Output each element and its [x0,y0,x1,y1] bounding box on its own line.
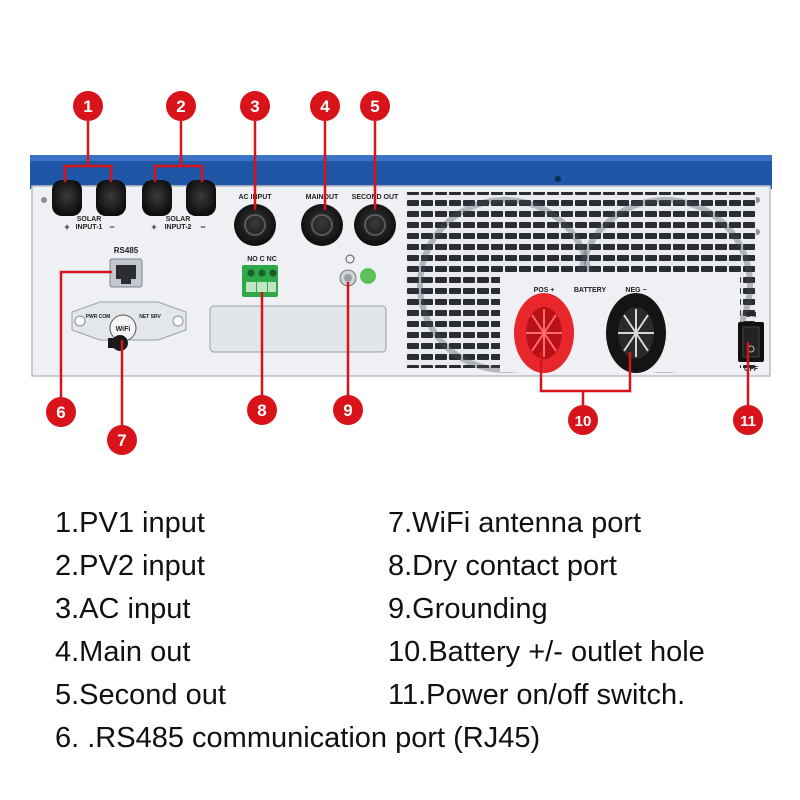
callout-number: 8 [257,401,266,420]
callout-10: 10 [568,405,598,435]
solar1-plus-label: + [64,222,69,232]
main-out-label: MAINOUT [306,194,339,201]
callout-3: 3 [240,91,270,121]
legend-item-11: 11.Power on/off switch. [388,679,686,711]
callout-number: 2 [176,97,185,116]
callout-circle [310,91,340,121]
main-out-gland: MAINOUT [301,194,343,246]
callout-number: 4 [320,97,330,116]
solar2-minus-label: − [200,222,205,232]
callout-number: 7 [117,431,126,450]
callout-number: 3 [250,97,259,116]
callout-number: 10 [575,413,592,430]
pv1-input-connectors: SOLAR INPUT-1 + − [52,180,126,232]
callout-11: 11 [733,405,763,435]
legend-item-6: 6. .RS485 communication port (RJ45) [55,722,541,754]
rs485-port: RS485 [109,246,143,288]
legend-item-3: 3.AC input [55,593,191,625]
callout-circle [73,91,103,121]
callout-circle [46,397,76,427]
callout-4: 4 [310,91,340,121]
callout-8: 8 [247,395,277,425]
neg-label: NEG − [625,287,646,294]
callout-number: 6 [56,403,65,422]
legend-item-8: 8.Dry contact port [388,550,617,582]
callout-1: 1 [73,91,103,121]
pos-label: POS + [534,287,555,294]
rs485-label: RS485 [114,246,139,255]
callout-circle [360,91,390,121]
callout-circle [166,91,196,121]
callout-7: 7 [107,425,137,455]
callout-number: 5 [370,97,379,116]
on-label: ON [746,312,757,319]
off-label: OFF [744,366,759,373]
legend-item-5: 5.Second out [55,679,226,711]
pwr-com-label: PWR COM [86,314,111,320]
solar1-minus-label: − [109,222,114,232]
dry-contact-port: NO C NC [242,256,278,297]
callout-circle [240,91,270,121]
callout-2: 2 [166,91,196,121]
callout-6: 6 [46,397,76,427]
pv2-input-connectors: SOLAR INPUT-2 + − [142,180,216,232]
net-srv-label: NET SRV [139,314,161,320]
grounding-terminal [339,254,376,287]
callout-5: 5 [360,91,390,121]
inverter-diagram: SOLAR INPUT-1 + − SOLAR INPUT-2 + − AC I… [30,91,772,455]
legend-item-10: 10.Battery +/- outlet hole [388,636,705,668]
legend-item-4: 4.Main out [55,636,191,668]
callout-circle [107,425,137,455]
solar2-plus-label: + [151,222,156,232]
callout-9: 9 [333,395,363,425]
callout-circle [247,395,277,425]
solar1-label-line1: SOLAR [77,216,102,223]
solar2-label-line1: SOLAR [166,216,191,223]
no-c-nc-label: NO C NC [247,256,277,263]
battery-terminals: POS + BATTERY NEG − [514,287,666,373]
leader-10 [539,352,632,393]
callout-circle [568,405,598,435]
battery-label: BATTERY [574,287,607,294]
legend-item-7: 7.WiFi antenna port [388,507,642,539]
callout-number: 9 [343,401,352,420]
leader-6 [59,270,112,398]
solar1-label-line2: INPUT-1 [76,224,103,231]
callout-number: 1 [83,97,92,116]
callout-number: 11 [740,413,756,430]
callout-circle [733,405,763,435]
wifi-module: PWR COM NET SRV WiFi [71,301,187,351]
solar2-label-line2: INPUT-2 [165,224,192,231]
cover-plate [209,305,387,353]
callout-badges: 1 2 3 4 5 6 7 8 9 10 11 [46,91,763,455]
leader-2 [153,164,204,182]
legend-item-2: 2.PV2 input [55,550,205,582]
legend-item-9: 9.Grounding [388,593,548,625]
wifi-label: WiFi [116,326,131,333]
legend-item-1: 1.PV1 input [55,507,205,539]
callout-circle [333,395,363,425]
cooling-vent-grille [406,192,756,373]
legend: 1.PV1 input 2.PV2 input 3.AC input 4.Mai… [0,500,800,800]
leader-lines [59,121,750,425]
